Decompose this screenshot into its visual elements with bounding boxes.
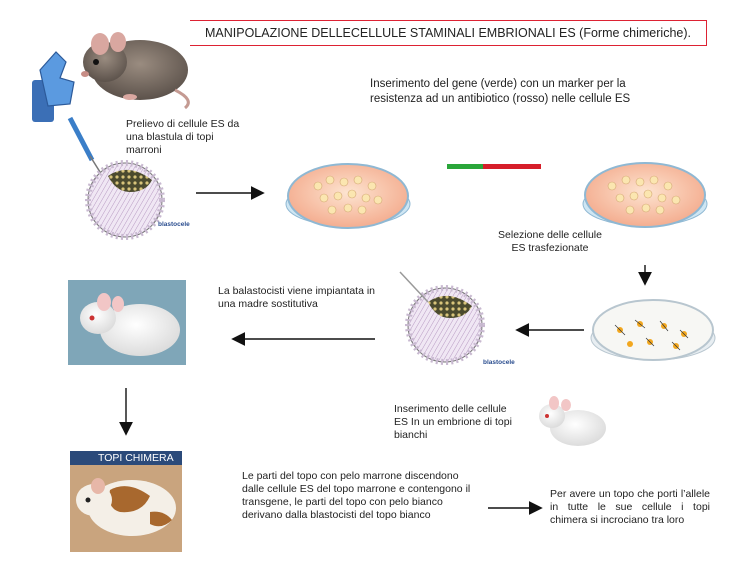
step-incrocio: Per avere un topo che porti l’allele in … — [550, 488, 710, 526]
brown-rat-image — [66, 12, 190, 110]
chimera-mouse-image — [70, 451, 182, 552]
white-mouse-image — [68, 280, 186, 365]
step-blastocisti-impiantata: La balastocisti viene impiantata in una … — [218, 285, 376, 310]
white-mouse-small-image — [527, 387, 609, 455]
syringe-hand-image — [32, 51, 101, 173]
petri-dish-3-image — [590, 299, 716, 361]
step-inserimento-gene: Inserimento del gene (verde) con un mark… — [370, 78, 631, 105]
blastula-1-image — [85, 160, 165, 240]
step-selezione: Selezione delle cellule ES trasfezionate — [498, 229, 602, 254]
topi-chimera-label: TOPI CHIMERA — [70, 451, 182, 465]
step-parti-topo: Le parti del topo con pelo marrone disce… — [242, 470, 471, 521]
gene-bar — [447, 164, 483, 169]
marker-bar — [483, 164, 541, 169]
blastula-2-image — [399, 271, 485, 365]
step-inserimento-embrione: Inserimento delle cellule ES In un embri… — [394, 403, 512, 441]
blastocele-label-1: blastocele — [158, 221, 190, 228]
blastocele-label-2: blastocele — [483, 359, 515, 366]
petri-dish-2-image — [582, 162, 708, 228]
step-prelievo: Prelievo di cellule ES da una blastula d… — [126, 118, 240, 156]
petri-dish-1-image — [285, 163, 411, 229]
